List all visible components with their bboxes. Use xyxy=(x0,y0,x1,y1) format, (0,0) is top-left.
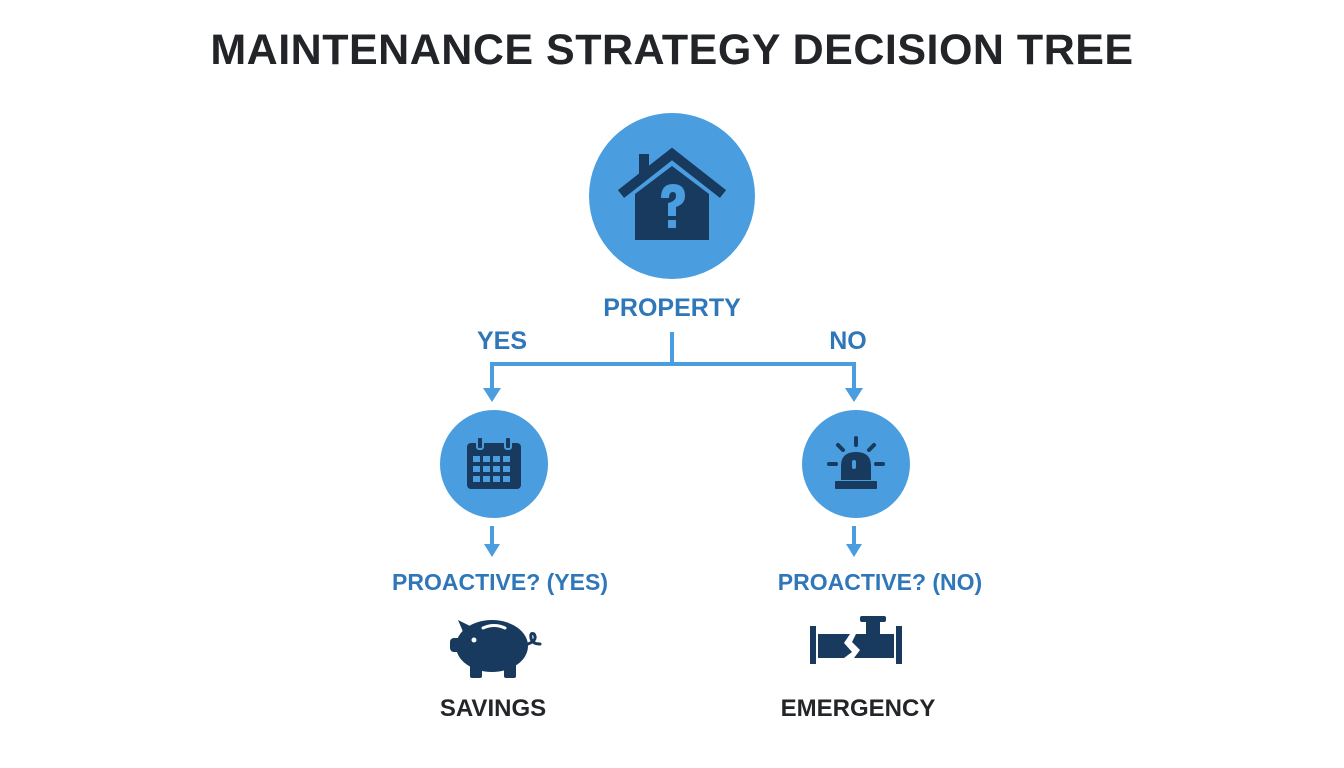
no-edge-label: NO xyxy=(829,327,867,355)
root-label: PROPERTY xyxy=(603,294,741,322)
yes-arrowhead xyxy=(483,388,501,402)
broken-pipe-icon xyxy=(810,616,902,664)
page-title: MAINTENANCE STRATEGY DECISION TREE xyxy=(210,26,1134,74)
root-node xyxy=(589,113,755,279)
left-down-arrowhead xyxy=(484,544,500,557)
emergency-outcome-label: EMERGENCY xyxy=(780,695,936,722)
house-question-icon xyxy=(617,147,727,240)
no-question-label: PROACTIVE? (NO) xyxy=(777,569,983,595)
savings-outcome-icon-wrap xyxy=(450,610,544,680)
emergency-outcome-icon-wrap xyxy=(808,612,904,672)
emergency-siren-icon xyxy=(827,436,885,489)
piggy-bank-icon xyxy=(450,620,542,678)
yes-question-label: PROACTIVE? (YES) xyxy=(392,569,608,595)
savings-outcome-label: SAVINGS xyxy=(439,695,547,722)
no-arrowhead xyxy=(845,388,863,402)
yes-edge-label: YES xyxy=(476,327,528,355)
right-down-arrowhead xyxy=(846,544,862,557)
yes-node xyxy=(440,410,548,518)
calendar-icon xyxy=(467,436,521,489)
no-node xyxy=(802,410,910,518)
